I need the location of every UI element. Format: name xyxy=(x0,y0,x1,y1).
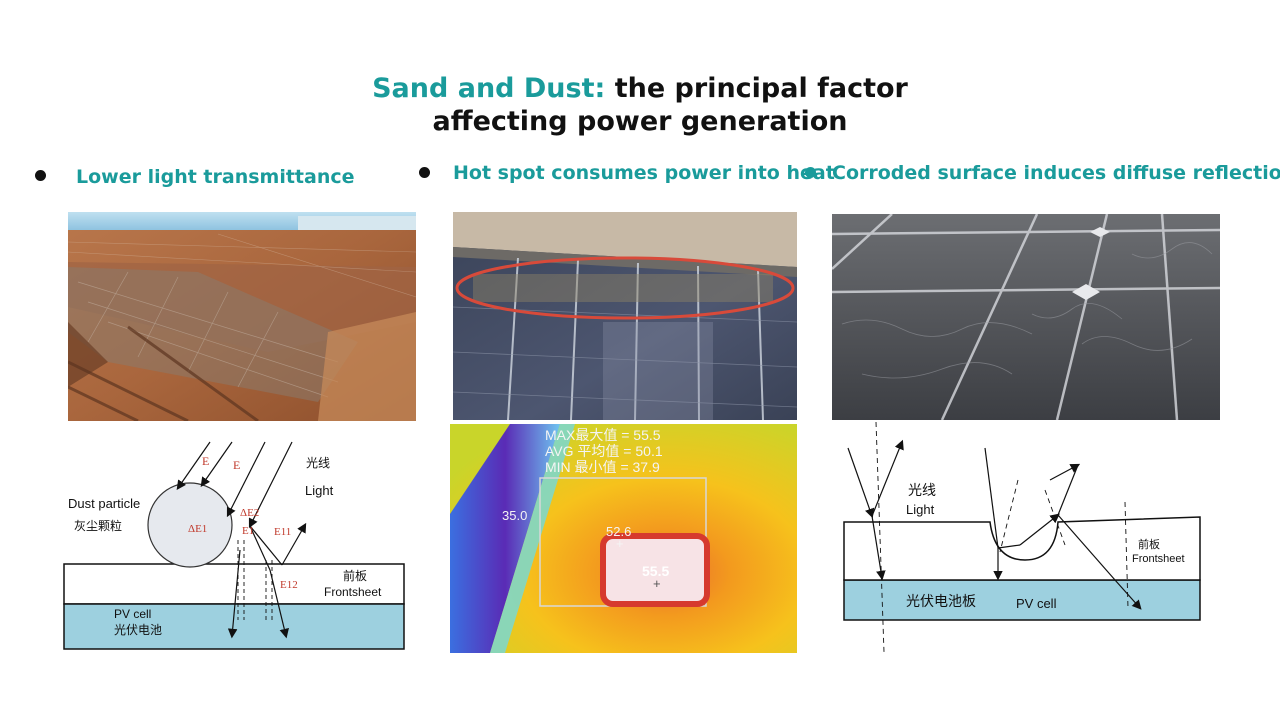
label-e1-ray: E1 xyxy=(242,525,254,537)
label-qian-ban: 前板 xyxy=(343,568,367,583)
dust-particle-diagram: E E 光线 Light Dust particle 灰尘颗粒 ΔE1 ΔE2 … xyxy=(60,440,410,655)
bullet-label-3: Corroded surface induces diffuse reflect… xyxy=(832,162,1280,184)
corroded-surface-photo xyxy=(832,214,1220,420)
bullet-label-1: Lower light transmittance xyxy=(76,166,355,188)
label-dust-cn: 灰尘颗粒 xyxy=(74,518,122,533)
label-guang-xian: 光线 xyxy=(306,456,330,470)
thermal-max: MAX最大值 = 55.5 xyxy=(545,427,661,443)
label-pv-cell-right: PV cell xyxy=(1016,596,1057,611)
bullet-dot-3 xyxy=(805,167,816,178)
thermal-min: MIN 最小值 = 37.9 xyxy=(545,459,660,475)
frontsheet-surface xyxy=(843,516,1201,581)
label-e12: E12 xyxy=(280,579,298,591)
label-e11: E11 xyxy=(274,526,291,538)
diffuse-reflection-diagram: 光线 Light 前板 Frontsheet 光伏电池板 PV cell xyxy=(840,420,1205,655)
thermal-hot-crosshair: + xyxy=(653,576,661,591)
label-pv-board-cn: 光伏电池板 xyxy=(906,593,976,609)
title-highlight: Sand and Dust: xyxy=(372,73,606,104)
bullet-label-2: Hot spot consumes power into heat xyxy=(453,162,835,184)
label-delta-e2: ΔE2 xyxy=(240,507,259,519)
label-e-2: E xyxy=(233,458,240,472)
label-qian-ban-right: 前板 xyxy=(1138,537,1160,551)
frontsheet-layer xyxy=(63,563,405,605)
slide-title: Sand and Dust: the principal factor xyxy=(0,72,1280,105)
thermal-avg: AVG 平均值 = 50.1 xyxy=(545,443,663,459)
label-light: Light xyxy=(305,483,334,498)
label-dust-particle: Dust particle xyxy=(68,496,140,511)
slide-title-line2: affecting power generation xyxy=(432,106,848,137)
label-light-right: Light xyxy=(906,502,935,517)
label-frontsheet: Frontsheet xyxy=(324,585,382,599)
label-guang-xian-right: 光线 xyxy=(908,482,936,498)
hotspot-panel-photo xyxy=(453,212,797,420)
dusty-panels-photo xyxy=(68,212,416,421)
label-delta-e1: ΔE1 xyxy=(188,523,207,535)
label-frontsheet-right: Frontsheet xyxy=(1132,553,1185,565)
thermal-mid-crosshair: + xyxy=(616,536,624,551)
bullet-dot-2 xyxy=(419,167,430,178)
thermal-image: MAX最大值 = 55.5 AVG 平均值 = 50.1 MIN 最小值 = 3… xyxy=(450,424,797,653)
label-pv-cell: PV cell xyxy=(114,607,151,621)
thermal-hot-value: 55.5 xyxy=(642,563,669,579)
title-line1-rest: the principal factor xyxy=(605,73,908,104)
thermal-left-value: 35.0 xyxy=(502,508,527,523)
bullet-dot-1 xyxy=(35,170,46,181)
label-e-1: E xyxy=(202,454,209,468)
dust-particle xyxy=(147,482,233,568)
label-pv-cell-cn: 光伏电池 xyxy=(114,623,162,637)
thermal-mid-value: 52.6 xyxy=(606,524,631,539)
